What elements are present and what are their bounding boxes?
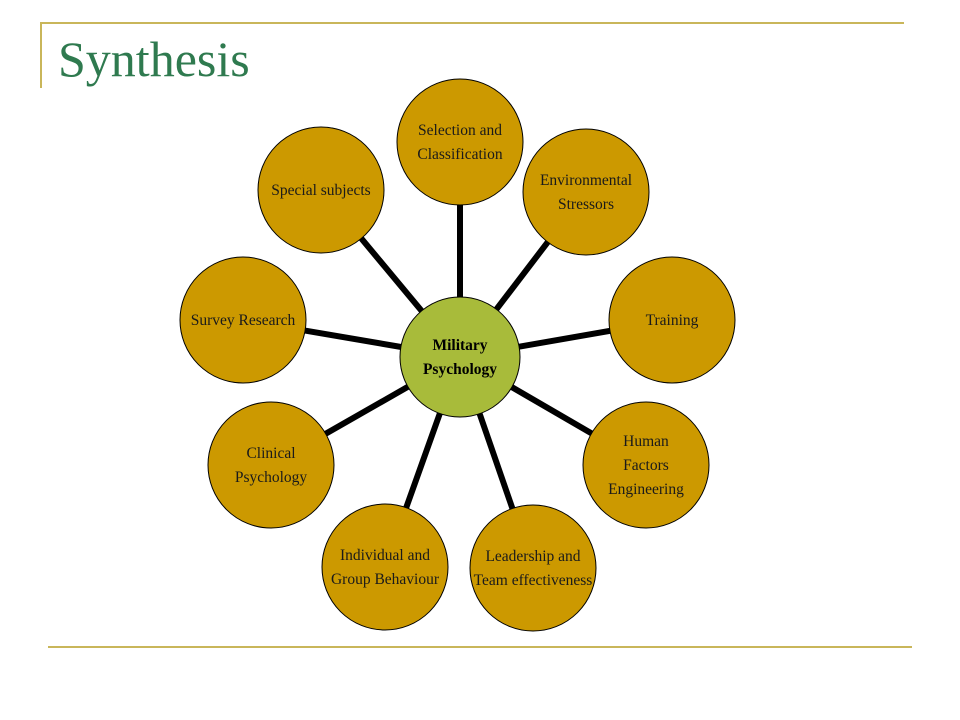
- hub-label-line-1: Military: [432, 337, 487, 354]
- node-circle-leadership-and-team-effectiveness: [469, 504, 597, 632]
- node-survey-research: Survey Research: [179, 256, 307, 384]
- node-label-human-factors-engineering-line-3: Engineering: [608, 481, 684, 498]
- frame-left-rule: [40, 22, 42, 88]
- node-special-subjects: Special subjects: [257, 126, 385, 254]
- node-label-human-factors-engineering-line-1: Human: [623, 433, 669, 450]
- node-circle-training: [608, 256, 736, 384]
- frame-bottom-rule: [48, 646, 912, 648]
- node-circle-clinical-psychology: [207, 401, 335, 529]
- node-circle-survey-research: [179, 256, 307, 384]
- node-label-leadership-and-team-effectiveness-line-1: Leadership and: [485, 548, 580, 565]
- node-label-individual-and-group-behaviour-line-2: Group Behaviour: [331, 571, 440, 588]
- node-label-selection-and-classification-line-1: Selection and: [418, 122, 502, 139]
- hub-label-line-2: Psychology: [423, 361, 497, 378]
- node-circle-selection-and-classification: [396, 78, 524, 206]
- node-label-environmental-stressors-line-2: Stressors: [558, 196, 614, 213]
- frame-top-rule: [40, 22, 904, 24]
- node-circle-special-subjects: [257, 126, 385, 254]
- node-label-leadership-and-team-effectiveness-line-2: Team effectiveness: [474, 572, 593, 589]
- node-label-clinical-psychology-line-1: Clinical: [246, 445, 295, 462]
- node-label-human-factors-engineering-line-2: Factors: [623, 457, 669, 474]
- nodes-layer: Selection andClassificationEnvironmental…: [179, 78, 736, 632]
- hub-circle: [399, 296, 521, 418]
- node-label-environmental-stressors-line-1: Environmental: [540, 172, 632, 189]
- node-label-survey-research-line-1: Survey Research: [191, 312, 296, 329]
- node-circle-human-factors-engineering: [582, 401, 710, 529]
- node-training: Training: [608, 256, 736, 384]
- node-label-clinical-psychology-line-2: Psychology: [235, 469, 308, 486]
- node-circle-environmental-stressors: [522, 128, 650, 256]
- node-label-individual-and-group-behaviour-line-1: Individual and: [340, 547, 430, 564]
- node-label-selection-and-classification-line-2: Classification: [417, 146, 502, 163]
- node-circle-individual-and-group-behaviour: [321, 503, 449, 631]
- slide-title: Synthesis: [58, 31, 250, 87]
- node-label-special-subjects-line-1: Special subjects: [271, 182, 370, 199]
- node-label-training-line-1: Training: [646, 312, 699, 329]
